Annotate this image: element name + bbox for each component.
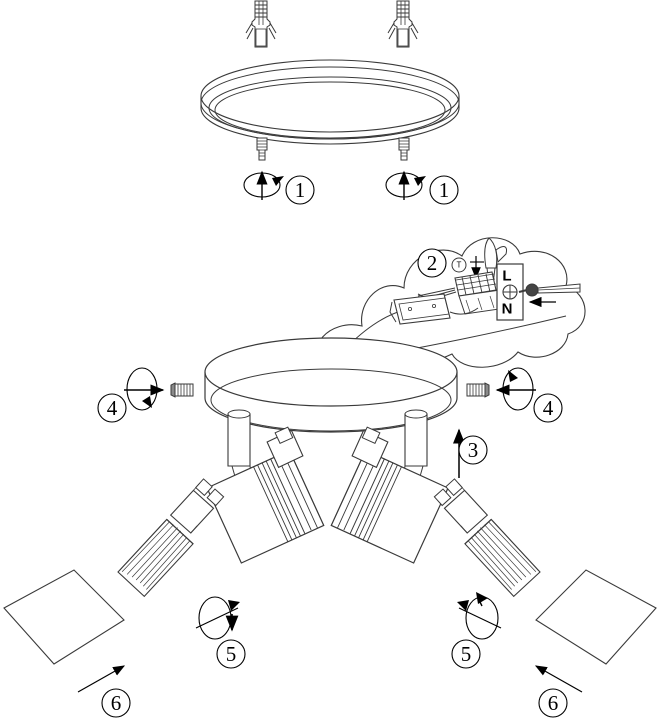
step-6-left-label: 6	[111, 691, 122, 715]
step-1-right-label: 1	[439, 178, 450, 202]
step-6-left-marker: 6	[101, 688, 131, 718]
wall-plug-left	[245, 0, 277, 48]
base-plate	[204, 337, 458, 433]
connector-link-wire	[449, 307, 479, 315]
step-5-left-label: 5	[226, 642, 237, 666]
step-4-left-marker: 4	[97, 393, 127, 423]
step-4-left-group	[124, 367, 194, 411]
ln-terminal-box: L N	[496, 263, 524, 321]
cover-panel-left	[3, 569, 125, 665]
step-3-marker: 3	[458, 435, 488, 465]
step-4-right-group	[466, 367, 536, 411]
step-5-right-group	[457, 592, 502, 640]
step-4-right-label: 4	[543, 396, 554, 420]
terminal-live-label: L	[502, 268, 511, 285]
step-1-right-group	[385, 137, 426, 200]
strain-relief-clamp	[389, 293, 451, 325]
step-4-right-marker: 4	[533, 393, 563, 423]
terminal-block	[454, 271, 497, 297]
step-5-right-marker: 5	[451, 639, 481, 669]
step-1-right-marker: 1	[429, 175, 459, 205]
step-1-left-label: 1	[295, 178, 306, 202]
wall-plug-right	[387, 0, 419, 48]
step-1-left-marker: 1	[285, 175, 315, 205]
step-4-left-label: 4	[107, 396, 118, 420]
step-6-left-group	[77, 665, 126, 693]
ceiling-mounting-ring	[200, 59, 460, 145]
tool-symbol-label: T	[457, 261, 462, 270]
step-5-left-marker: 5	[216, 639, 246, 669]
mains-cable	[518, 283, 581, 297]
step-6-right-marker: 6	[538, 688, 568, 718]
step-6-right-group	[534, 665, 583, 693]
step-2-label: 2	[427, 251, 438, 275]
step-6-right-label: 6	[548, 691, 559, 715]
step-3-label: 3	[468, 438, 479, 462]
spotlight-head-right	[320, 418, 457, 572]
step-1-left-group	[243, 137, 284, 200]
step-5-right-label: 5	[461, 642, 472, 666]
step-5-left-group	[195, 596, 240, 640]
terminal-neutral-label: N	[502, 301, 513, 318]
step-2-marker: 2	[417, 248, 447, 278]
cover-panel-right	[535, 569, 657, 665]
